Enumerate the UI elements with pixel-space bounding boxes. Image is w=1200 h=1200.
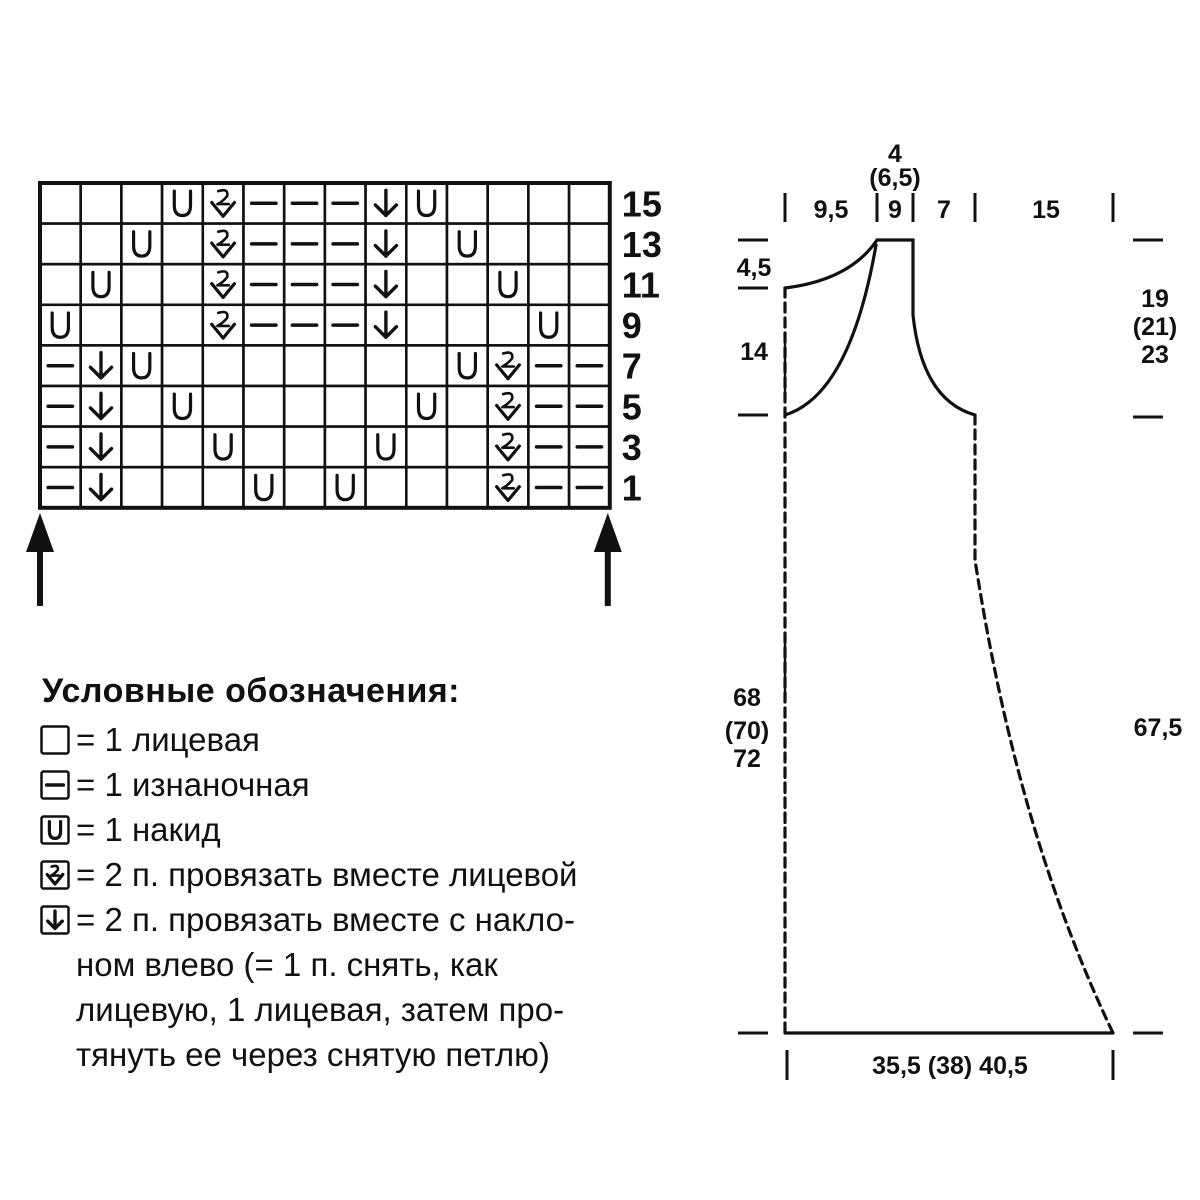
repeat-start-arrow-icon [26, 513, 54, 606]
ssk-left-slant-icon [79, 425, 123, 469]
chart-row [38, 425, 612, 469]
knit-stitch-icon [364, 344, 408, 388]
knit-stitch-icon [201, 384, 245, 428]
body-length-label: 72 [733, 745, 761, 773]
armhole-depth-label: 23 [1141, 341, 1169, 369]
k2tog-icon [201, 262, 245, 307]
ssk-left-slant-icon [40, 897, 76, 942]
knit-stitch-icon [120, 465, 164, 510]
armhole-depth-label: 14 [740, 338, 768, 366]
purl-stitch-icon [567, 344, 612, 388]
bottom-width-label: 35,5 (38) 40,5 [872, 1052, 1028, 1080]
armhole-depth-label: 19 [1141, 285, 1169, 313]
body-length-label: 67,5 [1134, 714, 1183, 742]
ssk-left-slant-icon [364, 222, 408, 266]
row-number: 5 [622, 386, 642, 427]
ssk-left-slant-icon [79, 344, 123, 388]
chart-border [38, 181, 612, 510]
row-number: 13 [622, 224, 662, 265]
ssk-left-slant-icon [364, 303, 408, 347]
width-label: 15 [1032, 196, 1060, 224]
legend-title: Условные обозначения: [42, 672, 461, 710]
neck-width-label: 4 [888, 140, 902, 168]
side-seam-line [973, 413, 1115, 1035]
knit-stitch-icon [242, 344, 286, 388]
neck-shoulder-line [783, 238, 977, 417]
purl-stitch-icon [40, 762, 76, 807]
row-number: 1 [622, 468, 642, 509]
chart-row [38, 384, 612, 428]
legend-text: = 1 изнаночная [76, 766, 310, 803]
yarn-over-icon [445, 222, 490, 266]
knit-stitch-icon [120, 303, 164, 347]
legend-text: = 1 лицевая [76, 721, 260, 758]
legend-text: = 2 п. провязать вместе с накло- ном вле… [76, 901, 575, 1073]
legend-item: = 1 лицевая [40, 717, 720, 762]
k2tog-icon [201, 222, 245, 266]
knit-stitch-icon [282, 425, 327, 469]
yarn-over-icon [242, 465, 286, 510]
knit-stitch-icon [160, 303, 205, 347]
knit-stitch-icon [282, 384, 327, 428]
knit-stitch-icon [445, 384, 490, 428]
knit-stitch-icon [527, 262, 571, 307]
purl-stitch-icon [38, 384, 83, 428]
purl-stitch-icon [567, 465, 612, 510]
yarn-over-icon [323, 465, 367, 510]
row-number: 15 [622, 183, 662, 224]
row-number: 3 [622, 427, 642, 468]
width-label: 9,5 [814, 196, 849, 224]
knit-stitch-icon [445, 262, 490, 307]
body-length-label: (70) [725, 717, 769, 745]
knit-stitch-icon [160, 262, 205, 307]
knit-stitch-icon [40, 717, 76, 762]
knit-stitch-icon [242, 384, 286, 428]
legend-list: = 1 лицевая = 1 изнаночная = 1 накид = 2 п.… [40, 717, 720, 1077]
width-label: 7 [937, 196, 951, 224]
row-number: 11 [622, 265, 660, 306]
legend-text: = 2 п. провязать вместе лицевой [76, 856, 578, 893]
legend-item: = 2 п. провязать вместе с накло- ном вле… [40, 897, 720, 1077]
purl-stitch-icon [527, 425, 571, 469]
body-length-label: 68 [733, 684, 761, 712]
yarn-over-icon [120, 222, 164, 266]
knit-stitch-icon [282, 465, 327, 510]
row-number: 7 [622, 346, 642, 387]
knit-stitch-icon [201, 344, 245, 388]
legend: Условные обозначения: = 1 лицевая = 1 изн… [40, 672, 720, 1077]
legend-text: = 1 накид [76, 811, 221, 848]
chart-row [38, 465, 612, 510]
armhole-depth-label: (21) [1133, 313, 1177, 341]
knit-stitch-icon [201, 465, 245, 510]
purl-stitch-icon [38, 344, 83, 388]
chart-row [38, 303, 612, 347]
shoulder-drop-label: 4,5 [737, 254, 772, 282]
yarn-over-icon [445, 344, 490, 388]
neck-width-label: (6,5) [869, 164, 920, 192]
purl-stitch-icon [323, 303, 367, 347]
purl-stitch-icon [282, 262, 327, 307]
purl-stitch-icon [527, 465, 571, 510]
k2tog-icon [486, 465, 530, 510]
repeat-end-arrow-icon [593, 513, 622, 606]
armhole-curve [783, 243, 878, 417]
legend-item: = 2 п. провязать вместе лицевой [40, 852, 720, 897]
legend-item: = 1 накид [40, 807, 720, 852]
row-number: 9 [622, 305, 642, 346]
k2tog-icon [40, 852, 76, 897]
width-label: 9 [888, 196, 902, 224]
legend-item: = 1 изнаночная [40, 762, 720, 807]
knit-stitch-icon [445, 425, 490, 469]
yarn-over-icon [40, 807, 76, 852]
